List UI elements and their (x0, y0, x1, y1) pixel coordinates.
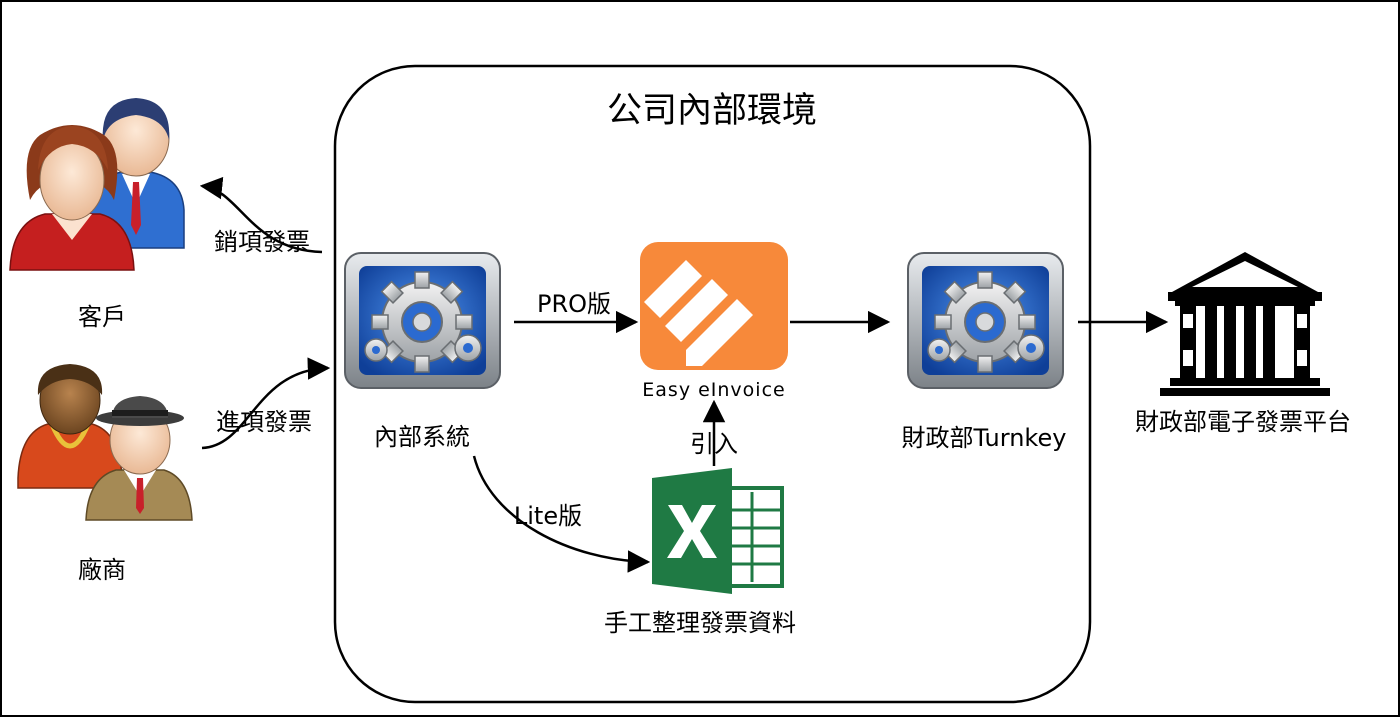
internal-system-gear-icon (344, 252, 501, 389)
customer-icon (9, 98, 185, 271)
easy-einvoice-label: Easy eInvoice (642, 379, 785, 401)
lite-version-arrow (472, 455, 651, 573)
purchase-invoice-label: 進項發票 (216, 408, 312, 436)
env-title: 公司內部環境 (607, 91, 817, 131)
government-building-icon (1160, 252, 1330, 396)
platform-label: 財政部電子發票平台 (1135, 408, 1351, 436)
turnkey-gear-icon (907, 252, 1064, 389)
pro-version-label: PRO版 (537, 290, 611, 318)
sales-invoice-label: 銷項發票 (214, 228, 310, 256)
excel-icon (652, 468, 784, 594)
turnkey-label: 財政部Turnkey (902, 424, 1067, 452)
easy-einvoice-logo (640, 242, 788, 370)
vendor-icon (17, 364, 193, 521)
purchase-invoice-arrow (201, 357, 331, 450)
vendor-label: 廠商 (78, 556, 126, 584)
import-label: 引入 (690, 430, 738, 458)
internal-environment-box (333, 64, 1092, 704)
lite-version-label: Lite版 (514, 502, 582, 530)
internal-system-label: 內部系統 (374, 423, 470, 451)
sales-invoice-arrow (199, 176, 323, 254)
customer-label: 客戶 (78, 303, 126, 331)
excel-label: 手工整理發票資料 (604, 609, 796, 637)
